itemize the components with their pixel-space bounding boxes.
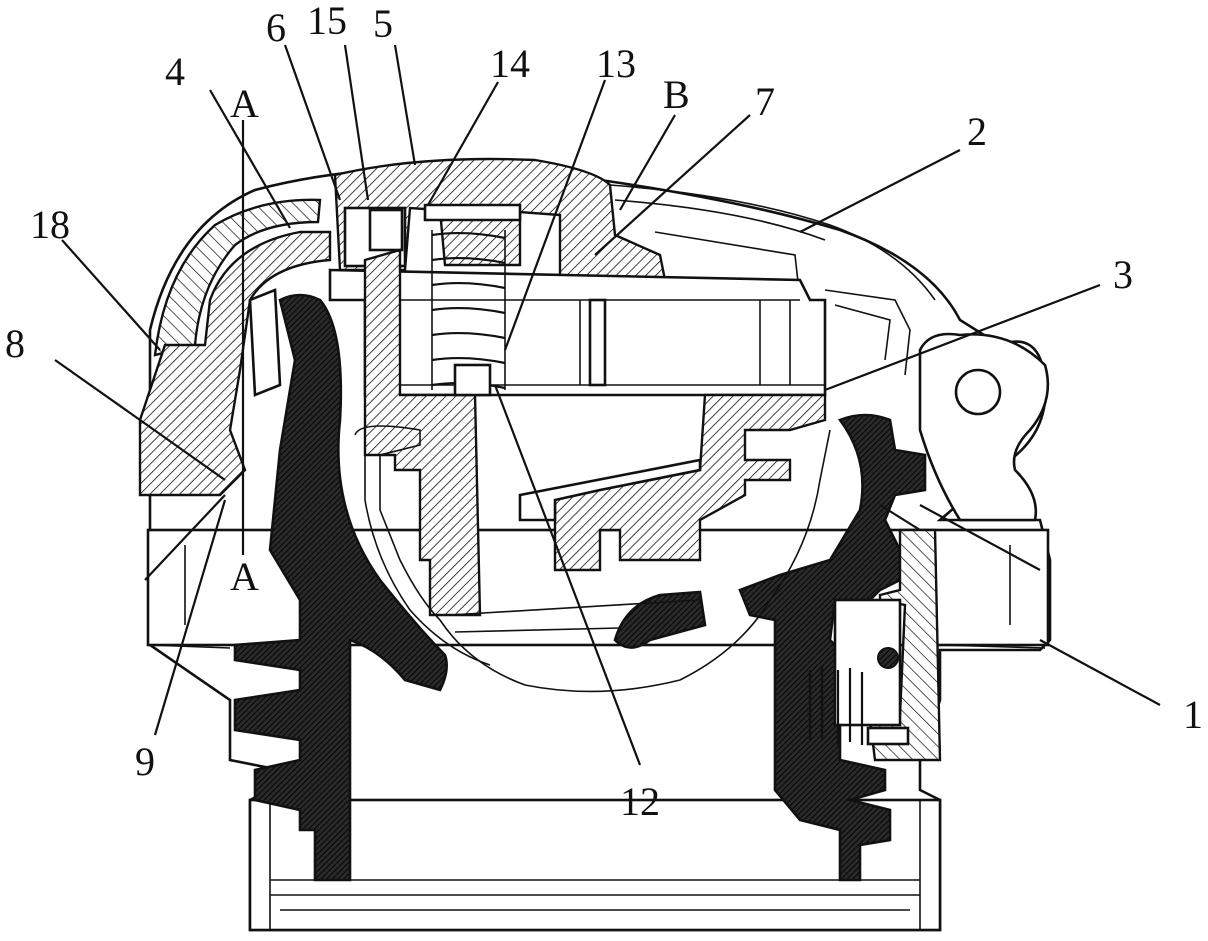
label-14: 14 [490,41,530,86]
label-2: 2 [967,109,987,154]
label-13: 13 [596,41,636,86]
label-7: 7 [755,79,775,124]
label-5: 5 [373,1,393,46]
label-12: 12 [620,779,660,824]
label-A-bottom: A [230,554,259,599]
label-15: 15 [307,0,347,43]
label-9: 9 [135,739,155,784]
leader-2 [800,150,960,232]
label-6: 6 [266,5,286,50]
label-B: B [663,72,690,117]
leader-1 [1040,640,1160,705]
leader-18 [62,240,160,350]
label-18: 18 [30,202,70,247]
label-1: 1 [1183,692,1203,737]
label-3: 3 [1113,252,1133,297]
label-4: 4 [165,49,185,94]
label-A-top: A [230,81,259,126]
leader-5 [395,45,415,165]
label-8: 8 [5,321,25,366]
